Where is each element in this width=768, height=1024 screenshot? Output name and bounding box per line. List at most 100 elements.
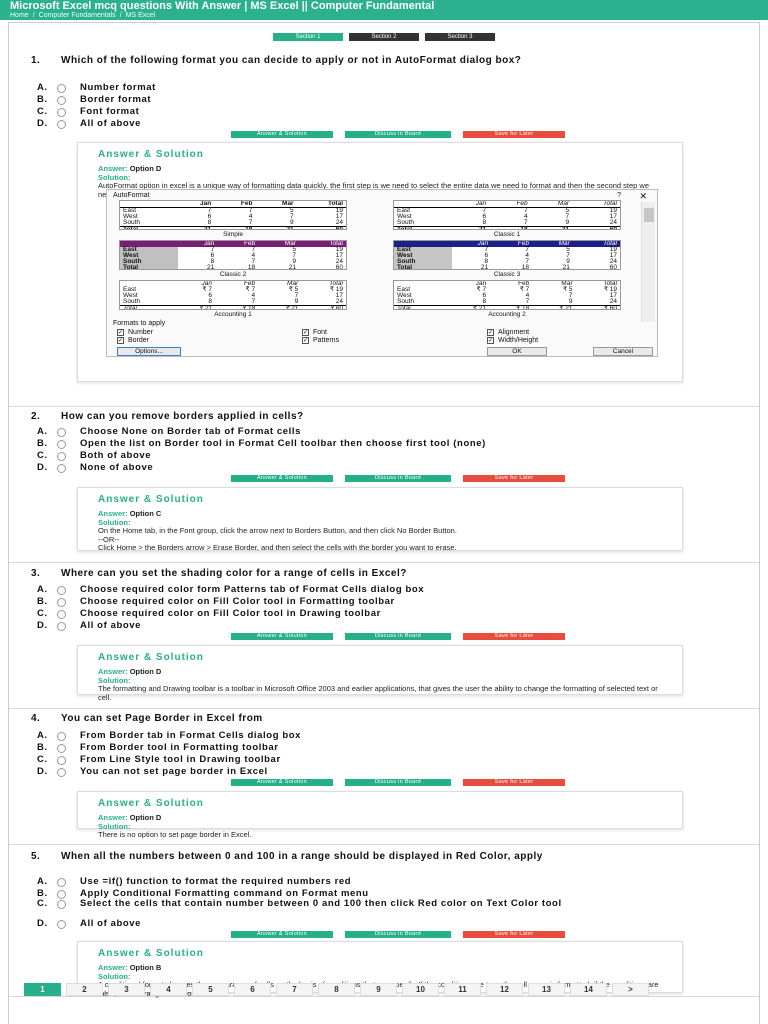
help-icon[interactable]: ? (617, 192, 621, 199)
next-page-button[interactable]: > (612, 983, 649, 996)
radio-icon[interactable] (57, 598, 66, 607)
checkbox-border[interactable]: ✓Border (117, 337, 149, 344)
page-3[interactable]: 3 (108, 983, 145, 996)
page-14[interactable]: 14 (570, 983, 607, 996)
page-13[interactable]: 13 (528, 983, 565, 996)
radio-icon[interactable] (57, 452, 66, 461)
option-d[interactable]: D.None of above (37, 463, 727, 473)
option-c[interactable]: C.From Line Style tool in Drawing toolba… (37, 755, 727, 765)
option-b[interactable]: B.From Border tool in Formatting toolbar (37, 743, 727, 753)
option-a[interactable]: A.From Border tab in Format Cells dialog… (37, 731, 727, 741)
checkbox-number[interactable]: ✓Number (117, 329, 153, 336)
page-7[interactable]: 7 (276, 983, 313, 996)
radio-icon[interactable] (57, 428, 66, 437)
tab-section-2[interactable]: Section 2 (349, 33, 419, 41)
check-icon[interactable]: ✓ (302, 329, 309, 336)
save-later-button[interactable]: Save for Later (463, 779, 565, 786)
option-b[interactable]: B.Open the list on Border tool in Format… (37, 439, 727, 449)
answer-solution-button[interactable]: Answer & Solution (231, 779, 333, 786)
cancel-button[interactable]: Cancel (593, 347, 653, 356)
option-d[interactable]: D.All of above (37, 119, 727, 129)
scroll-thumb[interactable] (644, 208, 654, 222)
option-b[interactable]: B.Apply Conditional Formatting command o… (37, 889, 727, 899)
radio-icon[interactable] (57, 440, 66, 449)
discuss-board-button[interactable]: Discuss in Board (345, 931, 451, 938)
page-2[interactable]: 2 (66, 983, 103, 996)
checkbox-width-height[interactable]: ✓Width/Height (487, 337, 538, 344)
ok-button[interactable]: OK (487, 347, 547, 356)
discuss-board-button[interactable]: Discuss in Board (345, 779, 451, 786)
dialog-scrollbar[interactable] (641, 202, 655, 322)
page-9[interactable]: 9 (360, 983, 397, 996)
answer-solution-button[interactable]: Answer & Solution (231, 475, 333, 482)
check-icon[interactable]: ✓ (117, 329, 124, 336)
check-icon[interactable]: ✓ (487, 329, 494, 336)
option-a[interactable]: A.Use =if() function to format the requi… (37, 877, 727, 887)
close-icon[interactable]: ✕ (639, 191, 647, 201)
page-10[interactable]: 10 (402, 983, 439, 996)
option-a[interactable]: A.Choose None on Border tab of Format ce… (37, 427, 727, 437)
check-icon[interactable]: ✓ (302, 337, 309, 344)
check-icon[interactable]: ✓ (117, 337, 124, 344)
answer-solution-button[interactable]: Answer & Solution (231, 931, 333, 938)
option-c[interactable]: C.Font format (37, 107, 727, 117)
radio-icon[interactable] (57, 610, 66, 619)
radio-icon[interactable] (57, 920, 66, 929)
answer-solution-button[interactable]: Answer & Solution (231, 131, 333, 138)
radio-icon[interactable] (57, 464, 66, 473)
answer-solution-button[interactable]: Answer & Solution (231, 633, 333, 640)
radio-icon[interactable] (57, 622, 66, 631)
radio-icon[interactable] (57, 890, 66, 899)
options-button[interactable]: Options... (117, 347, 181, 356)
option-b[interactable]: B.Border format (37, 95, 727, 105)
save-later-button[interactable]: Save for Later (463, 475, 565, 482)
page-11[interactable]: 11 (444, 983, 481, 996)
radio-icon[interactable] (57, 84, 66, 93)
checkbox-alignment[interactable]: ✓Alignment (487, 329, 529, 336)
checkbox-font[interactable]: ✓Font (302, 329, 327, 336)
radio-icon[interactable] (57, 744, 66, 753)
option-c[interactable]: C.Select the cells that contain number b… (37, 899, 727, 909)
option-c[interactable]: C.Choose required color on Fill Color to… (37, 609, 727, 619)
radio-icon[interactable] (57, 878, 66, 887)
save-later-button[interactable]: Save for Later (463, 931, 565, 938)
radio-icon[interactable] (57, 768, 66, 777)
option-b[interactable]: B.Choose required color on Fill Color to… (37, 597, 727, 607)
option-a[interactable]: A.Choose required color form Patterns ta… (37, 585, 727, 595)
radio-icon[interactable] (57, 732, 66, 741)
save-later-button[interactable]: Save for Later (463, 131, 565, 138)
page-1[interactable]: 1 (24, 983, 61, 996)
radio-icon[interactable] (57, 108, 66, 117)
discuss-board-button[interactable]: Discuss in Board (345, 131, 451, 138)
discuss-board-button[interactable]: Discuss in Board (345, 475, 451, 482)
page-4[interactable]: 4 (150, 983, 187, 996)
radio-icon[interactable] (57, 120, 66, 129)
save-later-button[interactable]: Save for Later (463, 633, 565, 640)
breadcrumb-computer-fundamentals[interactable]: Computer Fundamentals (38, 12, 116, 19)
check-icon[interactable]: ✓ (487, 337, 494, 344)
page-5[interactable]: 5 (192, 983, 229, 996)
radio-icon[interactable] (57, 586, 66, 595)
option-d[interactable]: D.All of above (37, 621, 727, 631)
option-d[interactable]: D.You can not set page border in Excel (37, 767, 727, 777)
radio-icon[interactable] (57, 96, 66, 105)
page-8[interactable]: 8 (318, 983, 355, 996)
checkbox-patterns[interactable]: ✓Patterns (302, 337, 339, 344)
radio-icon[interactable] (57, 900, 66, 909)
breadcrumb-home[interactable]: Home (10, 12, 29, 19)
page-6[interactable]: 6 (234, 983, 271, 996)
tab-section-3[interactable]: Section 3 (425, 33, 495, 41)
page-12[interactable]: 12 (486, 983, 523, 996)
radio-icon[interactable] (57, 756, 66, 765)
tab-section-1[interactable]: Section 1 (273, 33, 343, 41)
option-d[interactable]: D.All of above (37, 919, 727, 929)
discuss-board-button[interactable]: Discuss in Board (345, 633, 451, 640)
option-a[interactable]: A.Number format (37, 83, 727, 93)
option-c[interactable]: C.Both of above (37, 451, 727, 461)
